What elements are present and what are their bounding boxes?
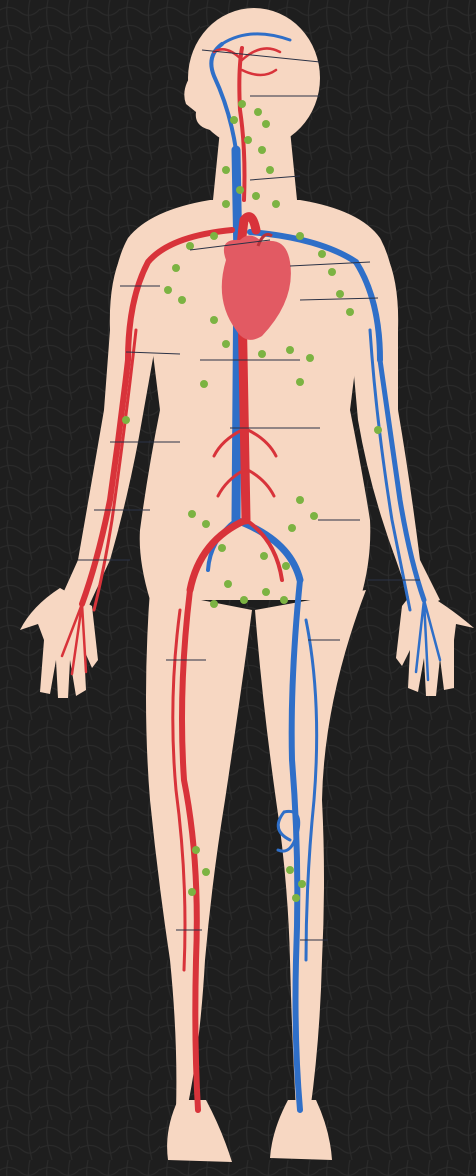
lymph-node (210, 232, 218, 240)
lymph-node (238, 100, 246, 108)
lymph-node (230, 116, 238, 124)
lymph-node (286, 346, 294, 354)
lymph-node (210, 316, 218, 324)
lymph-node (122, 416, 130, 424)
vena-cava (236, 150, 238, 520)
lymph-node (252, 192, 260, 200)
lymph-node (210, 600, 218, 608)
lymph-node (236, 186, 244, 194)
lymph-node (288, 524, 296, 532)
lymph-node (328, 268, 336, 276)
lymph-node (202, 868, 210, 876)
lymph-node (374, 426, 382, 434)
lymph-node (306, 354, 314, 362)
lymph-node (224, 580, 232, 588)
lymph-node (260, 552, 268, 560)
lymph-node (346, 308, 354, 316)
lymph-node (296, 496, 304, 504)
lymph-node (286, 866, 294, 874)
lymph-node (172, 264, 180, 272)
lymph-node (188, 510, 196, 518)
lymph-node (254, 108, 262, 116)
lymph-node (296, 378, 304, 386)
lymph-node (164, 286, 172, 294)
lymph-node (218, 544, 226, 552)
lymph-node (298, 880, 306, 888)
lymph-node (296, 232, 304, 240)
lymph-node (186, 242, 194, 250)
lymph-node (262, 120, 270, 128)
lymph-node (244, 136, 252, 144)
lymph-node (258, 350, 266, 358)
lymph-node (282, 562, 290, 570)
lymph-node (222, 340, 230, 348)
lymph-node (336, 290, 344, 298)
lymph-node (262, 588, 270, 596)
lymph-node (200, 380, 208, 388)
lymph-node (240, 596, 248, 604)
lymph-node (318, 250, 326, 258)
lymph-node (188, 888, 196, 896)
lymph-node (310, 512, 318, 520)
lymph-node (272, 200, 280, 208)
lymph-node (222, 166, 230, 174)
lymph-node (292, 894, 300, 902)
lymph-node (258, 146, 266, 154)
lymph-node (222, 200, 230, 208)
lymph-node (202, 520, 210, 528)
lymph-node (280, 596, 288, 604)
lymph-node (178, 296, 186, 304)
lymph-node (192, 846, 200, 854)
lymph-node (266, 166, 274, 174)
